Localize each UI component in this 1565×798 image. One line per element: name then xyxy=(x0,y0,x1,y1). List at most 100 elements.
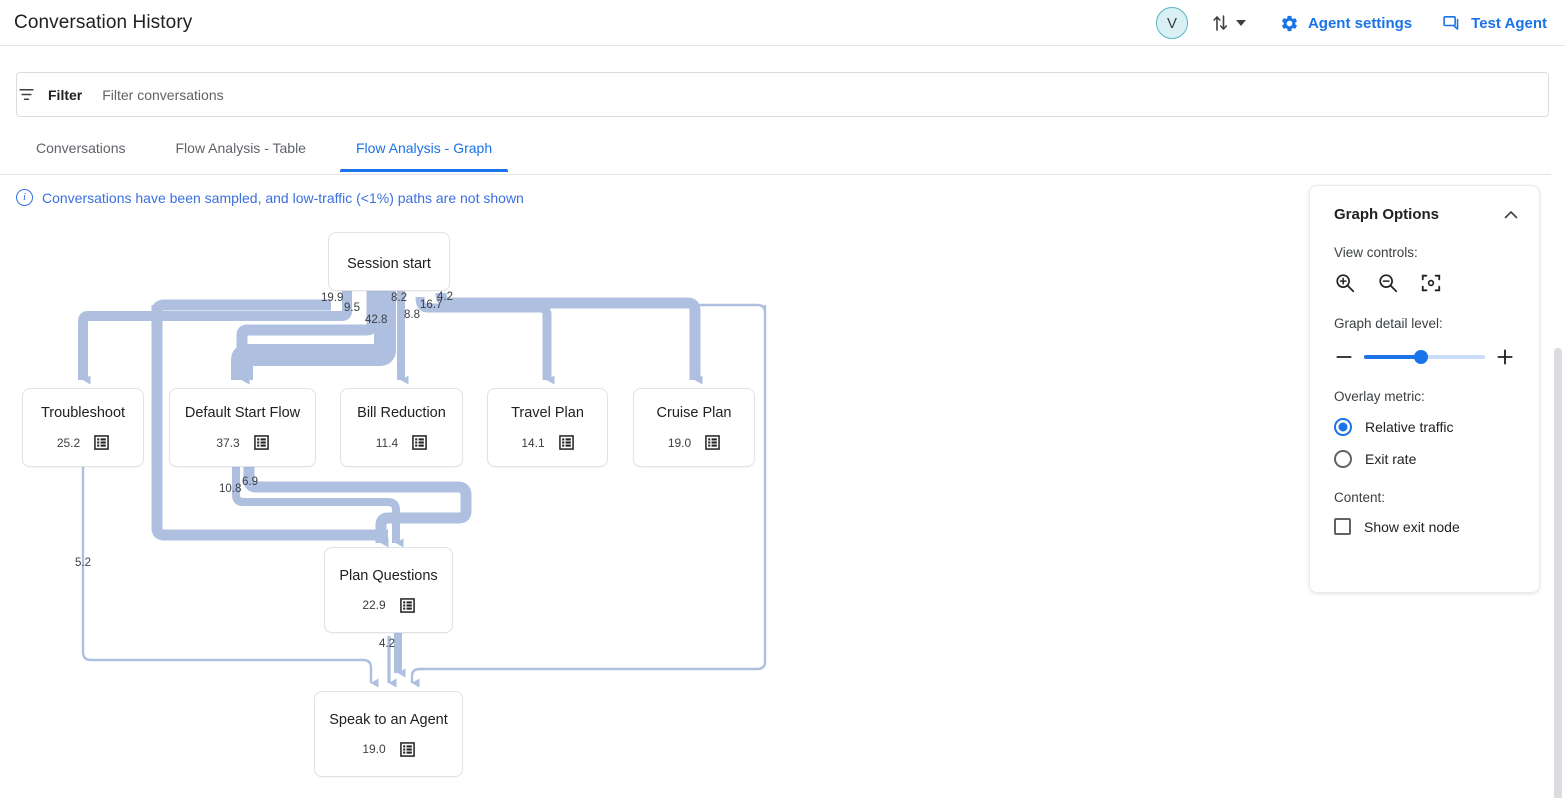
sampling-banner-text: Conversations have been sampled, and low… xyxy=(42,189,524,206)
zoom-out-icon[interactable] xyxy=(1377,272,1399,294)
list-rows-icon[interactable] xyxy=(399,597,415,613)
node-label: Travel Plan xyxy=(511,405,584,421)
node-meta: 11.4 xyxy=(375,435,428,450)
sort-arrows-icon xyxy=(1213,15,1228,31)
filter-icon xyxy=(19,88,34,101)
chevron-up-icon[interactable] xyxy=(1503,207,1519,223)
graph-node-cruise-plan[interactable]: Cruise Plan 19.0 xyxy=(633,388,755,467)
checkbox-show-exit-node[interactable]: Show exit node xyxy=(1334,518,1515,535)
node-meta: 19.0 xyxy=(668,435,720,450)
list-rows-icon[interactable] xyxy=(399,741,415,757)
list-rows-icon[interactable] xyxy=(412,435,428,450)
header-actions: V Agent settings Test xyxy=(1155,0,1555,46)
graph-node-plan-questions[interactable]: Plan Questions 22.9 xyxy=(324,547,453,633)
edge-label: 19.9 xyxy=(321,292,344,304)
graph-options-panel: Graph Options View controls: xyxy=(1309,185,1540,593)
graph-node-session-start[interactable]: Session start xyxy=(328,232,450,291)
list-rows-icon[interactable] xyxy=(558,435,574,450)
minus-icon[interactable] xyxy=(1334,347,1354,367)
edge-label: 6.9 xyxy=(242,476,258,488)
graph-node-bill-reduction[interactable]: Bill Reduction 11.4 xyxy=(340,388,463,467)
node-meta: 37.3 xyxy=(216,435,269,450)
agent-settings-label: Agent settings xyxy=(1307,14,1413,32)
zoom-in-icon[interactable] xyxy=(1334,272,1356,294)
list-rows-icon[interactable] xyxy=(94,435,109,450)
search-input[interactable] xyxy=(100,85,1548,104)
agent-settings-button[interactable]: Agent settings xyxy=(1280,14,1412,33)
node-label: Cruise Plan xyxy=(656,405,732,421)
page-scrollbar-track[interactable] xyxy=(1551,170,1565,798)
node-label: Default Start Flow xyxy=(184,405,301,421)
edge-label: 9.5 xyxy=(344,302,360,314)
node-value: 14.1 xyxy=(521,435,545,450)
flow-graph-canvas[interactable]: Session start Troubleshoot 25.2 Default … xyxy=(0,175,1530,798)
page-scrollbar-thumb[interactable] xyxy=(1554,348,1562,798)
graph-node-default-start-flow[interactable]: Default Start Flow 37.3 xyxy=(169,388,316,467)
graph-node-speak-to-an-agent[interactable]: Speak to an Agent 19.0 xyxy=(314,691,463,777)
graph-options-body: View controls: Graph detail level: xyxy=(1310,245,1539,535)
test-agent-button[interactable]: Test Agent xyxy=(1442,14,1547,33)
overlay-metric-label: Overlay metric: xyxy=(1334,389,1425,404)
radio-indicator[interactable] xyxy=(1334,450,1352,468)
node-label: Speak to an Agent xyxy=(329,711,448,728)
graph-detail-level-label: Graph detail level: xyxy=(1334,316,1443,331)
gear-icon xyxy=(1282,15,1297,31)
view-controls xyxy=(1334,272,1515,294)
filter-bar[interactable]: Filter xyxy=(16,72,1549,117)
edge-label: 5.2 xyxy=(75,557,91,569)
radio-relative-traffic[interactable]: Relative traffic xyxy=(1334,418,1515,436)
edge-label: 8.2 xyxy=(391,292,407,304)
content-label: Content: xyxy=(1334,490,1386,505)
node-meta: 19.0 xyxy=(362,741,415,757)
node-value: 37.3 xyxy=(216,435,240,450)
radio-label: Relative traffic xyxy=(1365,419,1454,435)
edge-label: 16.7 xyxy=(420,299,443,311)
tab-flow-analysis-table[interactable]: Flow Analysis - Table xyxy=(175,140,306,156)
plus-icon[interactable] xyxy=(1495,347,1515,367)
edge-label: 42.8 xyxy=(365,314,388,326)
chevron-down-icon xyxy=(1235,20,1246,26)
tab-bar: Conversations Flow Analysis - Table Flow… xyxy=(0,134,1565,175)
slider-thumb[interactable] xyxy=(1413,350,1428,364)
center-focus-icon[interactable] xyxy=(1420,272,1442,294)
node-value: 11.4 xyxy=(375,435,399,450)
node-meta: 25.2 xyxy=(57,435,109,450)
graph-node-troubleshoot[interactable]: Troubleshoot 25.2 xyxy=(22,388,144,467)
radio-label: Exit rate xyxy=(1365,451,1417,467)
chat-bubble-icon xyxy=(1443,15,1459,30)
edge-label: 4.2 xyxy=(437,291,453,303)
graph-detail-level-slider[interactable] xyxy=(1364,350,1485,364)
radio-exit-rate[interactable]: Exit rate xyxy=(1334,450,1515,468)
node-value: 19.0 xyxy=(667,435,692,450)
slider-fill xyxy=(1364,355,1421,359)
sort-arrows-menu[interactable] xyxy=(1212,13,1246,33)
checkbox-indicator[interactable] xyxy=(1334,518,1351,535)
graph-detail-level-control xyxy=(1334,347,1515,367)
graph-options-title: Graph Options xyxy=(1334,206,1439,223)
node-label: Troubleshoot xyxy=(40,405,126,421)
avatar[interactable]: V xyxy=(1155,7,1188,39)
node-label: Plan Questions xyxy=(339,567,438,584)
list-rows-icon[interactable] xyxy=(705,435,720,450)
avatar-initial: V xyxy=(1166,14,1177,32)
list-rows-icon[interactable] xyxy=(253,435,269,450)
graph-node-travel-plan[interactable]: Travel Plan 14.1 xyxy=(487,388,608,467)
edge-label: 4.2 xyxy=(379,638,395,650)
radio-indicator[interactable] xyxy=(1334,418,1352,436)
node-label: Bill Reduction xyxy=(357,405,446,421)
view-controls-label: View controls: xyxy=(1334,245,1418,260)
node-meta: 22.9 xyxy=(362,597,415,613)
tab-conversations[interactable]: Conversations xyxy=(36,140,126,156)
sampling-banner: i Conversations have been sampled, and l… xyxy=(16,189,524,206)
edge-label: 8.8 xyxy=(404,309,420,321)
checkbox-label: Show exit node xyxy=(1364,518,1460,535)
page-title: Conversation History xyxy=(14,11,193,33)
filter-label: Filter xyxy=(48,86,83,103)
tab-flow-analysis-graph[interactable]: Flow Analysis - Graph xyxy=(339,134,509,172)
app-header: Conversation History V Agent settings xyxy=(0,0,1565,46)
node-value: 19.0 xyxy=(362,742,386,756)
node-value: 25.2 xyxy=(56,435,81,450)
node-meta: 14.1 xyxy=(521,435,574,450)
graph-options-header: Graph Options xyxy=(1310,186,1539,223)
